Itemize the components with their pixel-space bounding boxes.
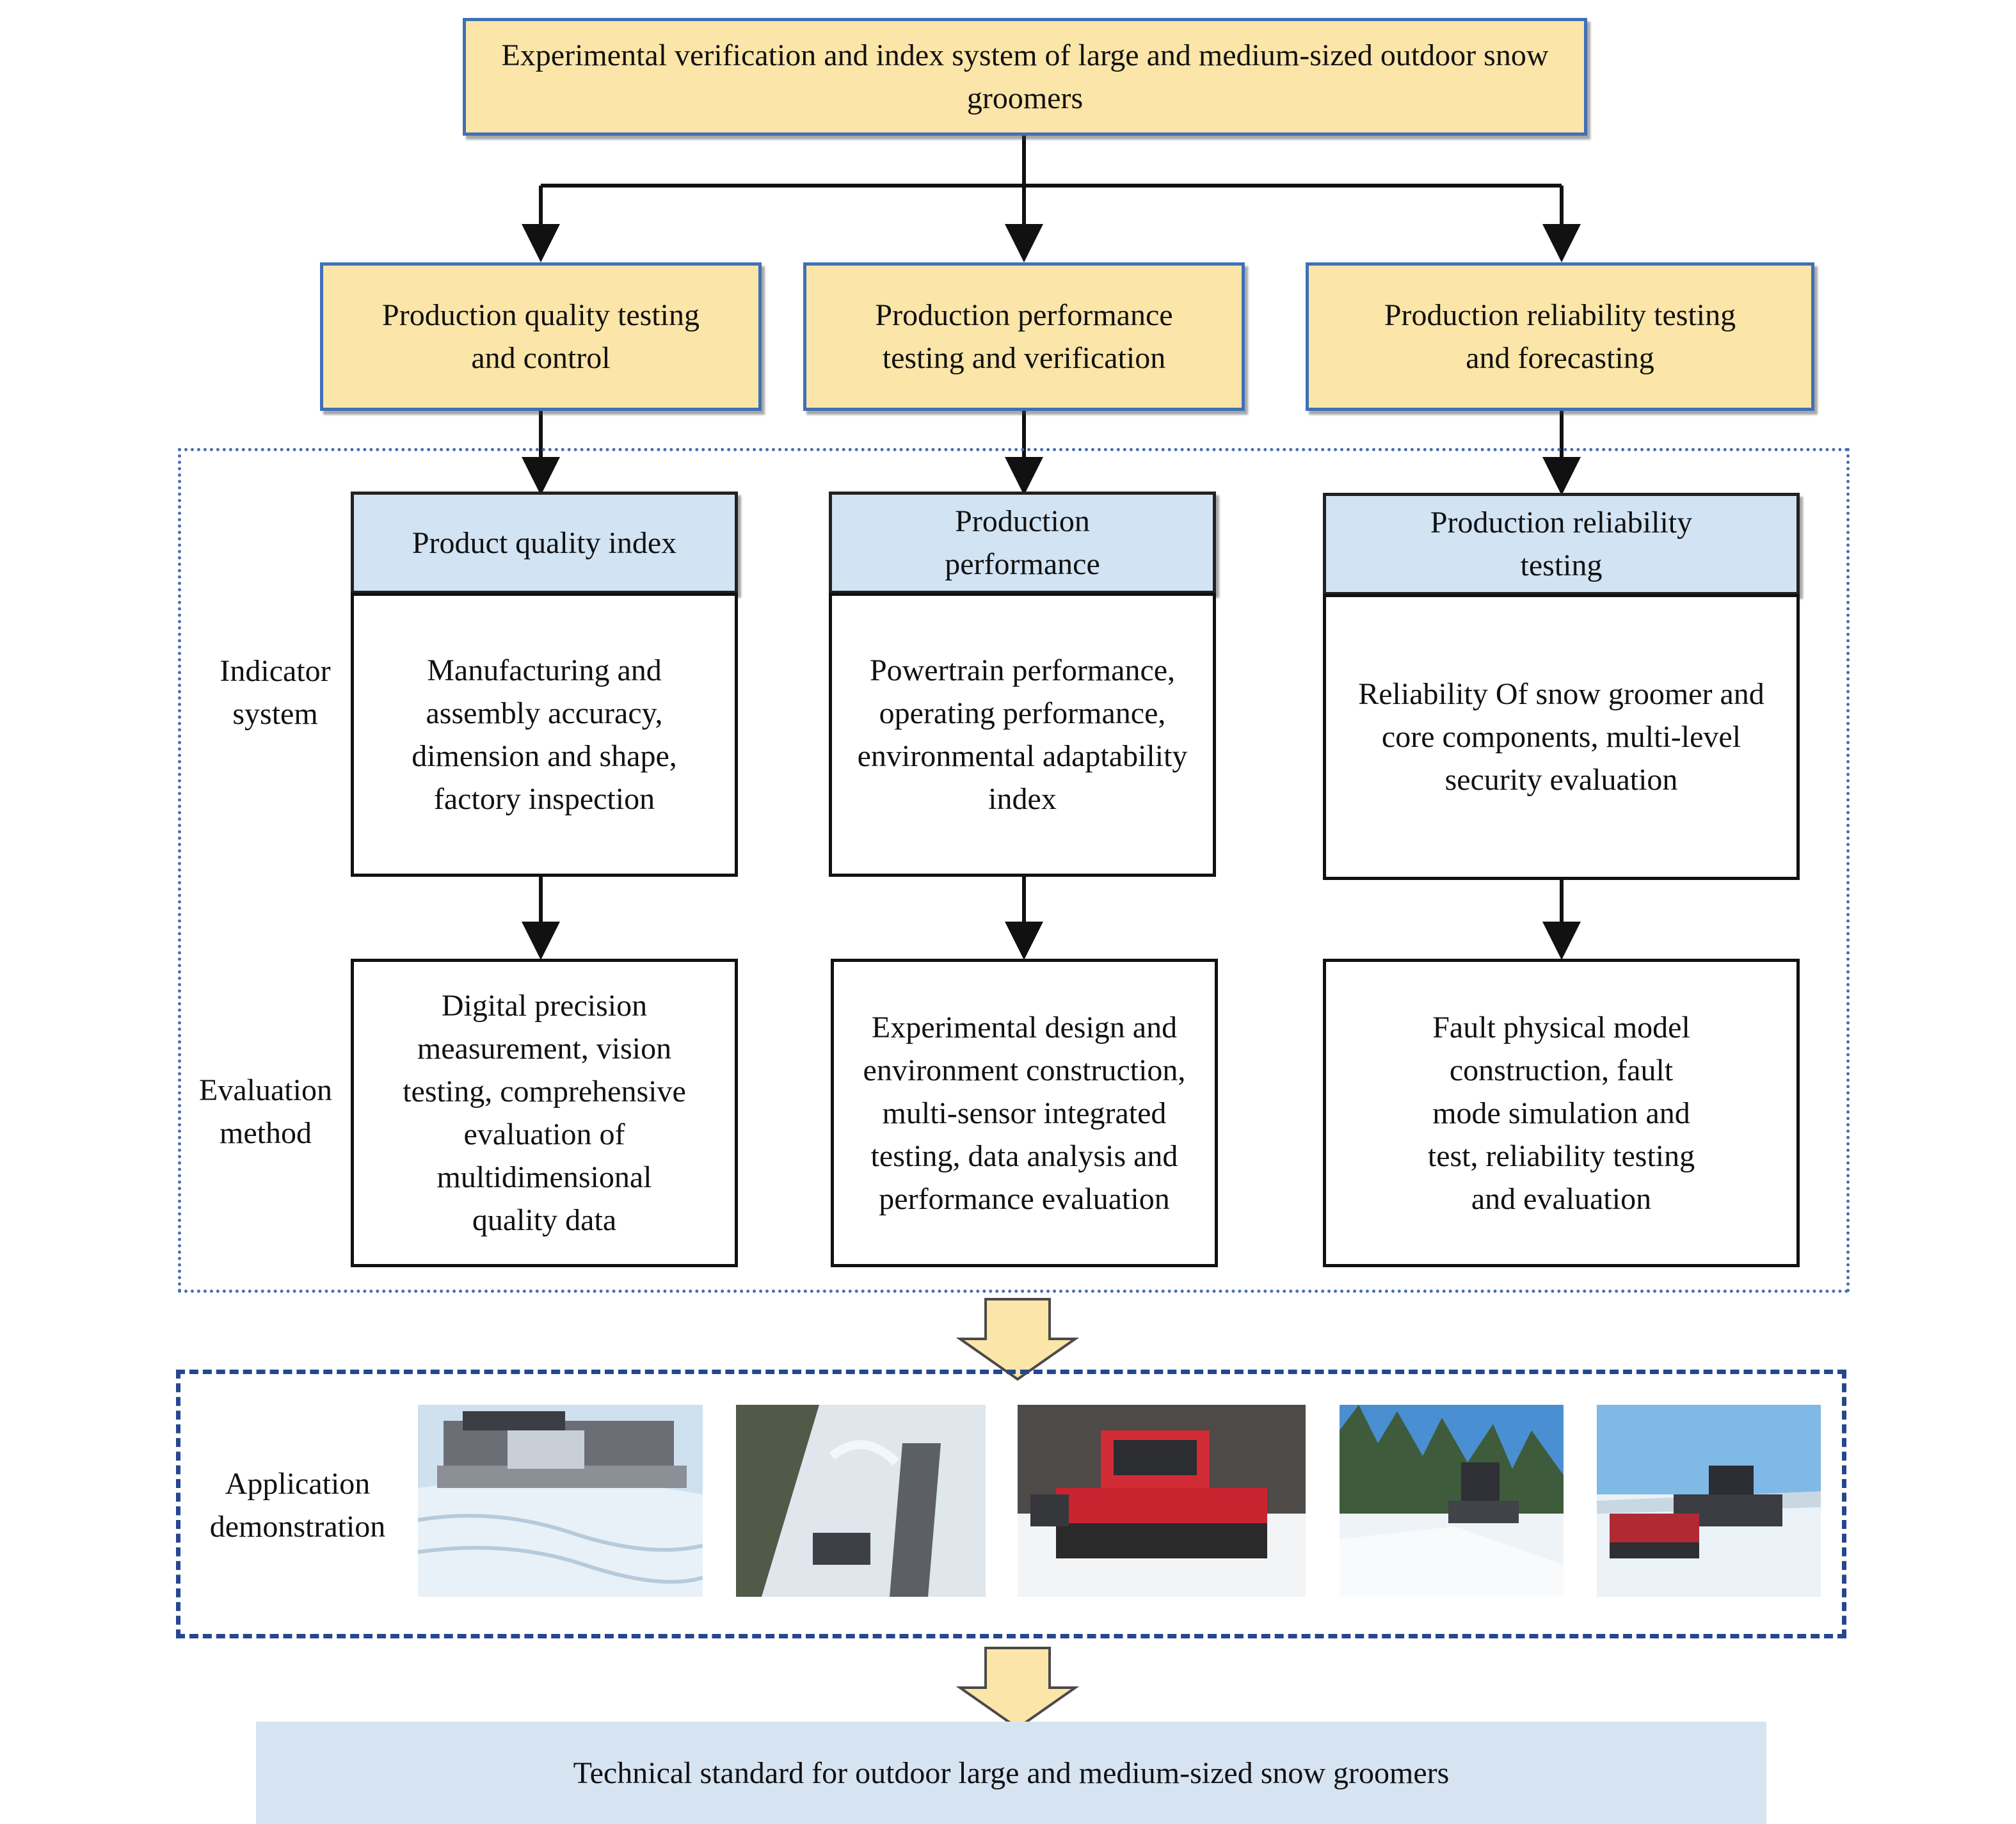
technical-standard: Technical standard for outdoor large and… [256, 1722, 1766, 1824]
application-region [176, 1370, 1846, 1638]
category-performance: Production performance testing and verif… [803, 262, 1245, 411]
groomer-slope-photo [1597, 1405, 1821, 1597]
diagram-title: Experimental verification and index syst… [463, 18, 1587, 136]
category-quality: Production quality testing and control [320, 262, 762, 411]
indicators-reliability: Reliability Of snow groomer and core com… [1323, 594, 1800, 880]
groomer-forest-photo [1340, 1405, 1564, 1597]
method-performance: Experimental design and environment cons… [831, 959, 1218, 1267]
row-label-evaluation-method: Evaluation method [199, 1073, 332, 1150]
index-performance: Production performance [829, 492, 1216, 594]
category-reliability: Production reliability testing and forec… [1306, 262, 1814, 411]
application-label: Application demonstration [209, 1467, 386, 1544]
indicators-performance: Powertrain performance, operating perfor… [829, 593, 1216, 877]
method-quality: Digital precision measurement, vision te… [351, 959, 738, 1267]
snow-groomer-tiller-photo [418, 1405, 703, 1597]
index-reliability: Production reliability testing [1323, 493, 1800, 595]
index-quality: Product quality index [351, 492, 738, 594]
hollow-down-arrow-icon [956, 1298, 1080, 1381]
red-snow-groomer-photo [1018, 1405, 1306, 1597]
row-label-indicator-system: Indicator system [220, 654, 331, 731]
indicators-quality: Manufacturing and assembly accuracy, dim… [351, 593, 738, 877]
hollow-down-arrow-icon [956, 1647, 1080, 1730]
indicator-evaluation-region [178, 448, 1850, 1293]
slope-construction-photo [736, 1405, 986, 1597]
method-reliability: Fault physical model construction, fault… [1323, 959, 1800, 1267]
